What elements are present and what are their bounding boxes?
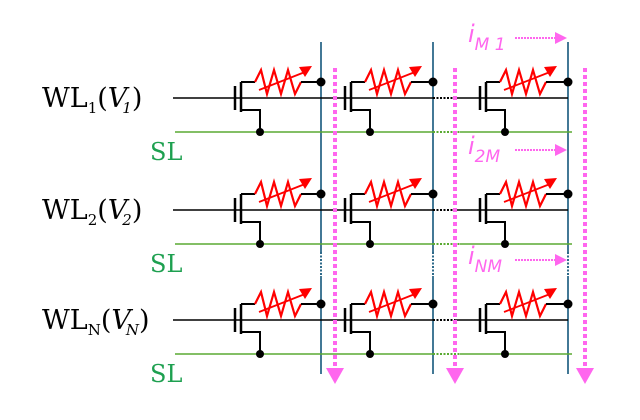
memristor-variable-arrow xyxy=(368,293,416,313)
sl-junction-dot xyxy=(256,350,264,358)
memristor-arrowhead xyxy=(544,178,557,189)
memristor-arrowhead xyxy=(409,178,422,189)
memristor-variable-arrow xyxy=(368,183,416,203)
memristor-arrowhead xyxy=(544,66,557,77)
current-label: i2M xyxy=(468,132,500,167)
memory-cell xyxy=(233,288,326,358)
current-label: iNM xyxy=(468,242,502,277)
row-3 xyxy=(173,288,573,358)
memristor-variable-arrow xyxy=(368,71,416,91)
memristor-variable-arrow xyxy=(503,293,551,313)
memristor-arrowhead xyxy=(409,66,422,77)
memristor-arrowhead xyxy=(299,288,312,299)
word-line-subscript: 2 xyxy=(88,211,98,229)
word-line-label: WL1(V1) xyxy=(42,83,142,117)
sl-junction-dot xyxy=(366,128,374,136)
memory-cell xyxy=(478,66,573,136)
paren-open: ( xyxy=(97,83,108,114)
column-currents xyxy=(326,32,594,384)
bl-junction-dot xyxy=(428,189,438,199)
source-wire xyxy=(241,331,261,354)
source-wire xyxy=(486,109,506,132)
current-subscript: M 1 xyxy=(475,35,506,55)
word-line-label: WLN(VN) xyxy=(42,305,150,339)
source-wire xyxy=(486,221,506,244)
source-line-label: SL xyxy=(150,138,182,166)
word-line-subscript: N xyxy=(88,321,101,339)
voltage-symbol: V xyxy=(108,195,130,226)
memristor-arrowhead xyxy=(299,66,312,77)
current-label: iM 1 xyxy=(468,20,506,55)
sl-junction-dot xyxy=(501,240,509,248)
current-subscript: 2M xyxy=(475,147,501,167)
source-wire xyxy=(241,221,261,244)
column-current-arrowhead xyxy=(576,368,594,384)
bl-junction-dot xyxy=(563,189,573,199)
memory-cell xyxy=(343,66,438,136)
voltage-symbol: V xyxy=(111,305,133,336)
bl-junction-dot xyxy=(428,299,438,309)
voltage-subscript: 1 xyxy=(122,99,132,117)
bl-junction-dot xyxy=(563,77,573,87)
sl-junction-dot xyxy=(366,240,374,248)
bl-junction-dot xyxy=(316,189,326,199)
source-line-label: SL xyxy=(150,360,182,388)
sl-junction-dot xyxy=(501,350,509,358)
paren-open: ( xyxy=(97,195,108,226)
memory-cell xyxy=(233,66,326,136)
memristor-arrowhead xyxy=(299,178,312,189)
memristor-arrowhead xyxy=(409,288,422,299)
source-line-label: SL xyxy=(150,250,182,278)
bit-lines xyxy=(320,42,569,374)
voltage-symbol: V xyxy=(108,83,130,114)
sl-junction-dot xyxy=(366,350,374,358)
paren-close: ) xyxy=(132,195,143,226)
source-wire xyxy=(351,109,371,132)
paren-close: ) xyxy=(139,305,150,336)
memory-cell xyxy=(343,288,438,358)
paren-close: ) xyxy=(132,83,143,114)
paren-open: ( xyxy=(101,305,112,336)
memory-cell xyxy=(478,178,573,248)
memory-cell xyxy=(343,178,438,248)
bl-junction-dot xyxy=(316,77,326,87)
column-current-arrowhead xyxy=(326,368,344,384)
column-current-arrowhead xyxy=(446,368,464,384)
memristor-arrowhead xyxy=(544,288,557,299)
word-line-label: WL2(V2) xyxy=(42,195,142,229)
row-1 xyxy=(173,66,573,136)
memory-cell xyxy=(478,288,573,358)
source-wire xyxy=(486,331,506,354)
source-wire xyxy=(351,221,371,244)
sl-junction-dot xyxy=(256,128,264,136)
bl-junction-dot xyxy=(428,77,438,87)
bl-junction-dot xyxy=(316,299,326,309)
memristor-variable-arrow xyxy=(503,71,551,91)
sl-junction-dot xyxy=(256,240,264,248)
voltage-subscript: 2 xyxy=(121,211,132,229)
source-wire xyxy=(241,109,261,132)
memory-cell xyxy=(233,178,326,248)
word-line-subscript: 1 xyxy=(88,99,98,117)
memristor-variable-arrow xyxy=(258,71,306,91)
voltage-subscript: N xyxy=(125,321,140,339)
bl-junction-dot xyxy=(563,299,573,309)
current-subscript: NM xyxy=(475,257,503,277)
memristor-variable-arrow xyxy=(258,183,306,203)
row-2 xyxy=(173,178,573,248)
memristor-variable-arrow xyxy=(503,183,551,203)
rows xyxy=(173,66,573,358)
source-wire xyxy=(351,331,371,354)
sl-junction-dot xyxy=(501,128,509,136)
memristor-variable-arrow xyxy=(258,293,306,313)
